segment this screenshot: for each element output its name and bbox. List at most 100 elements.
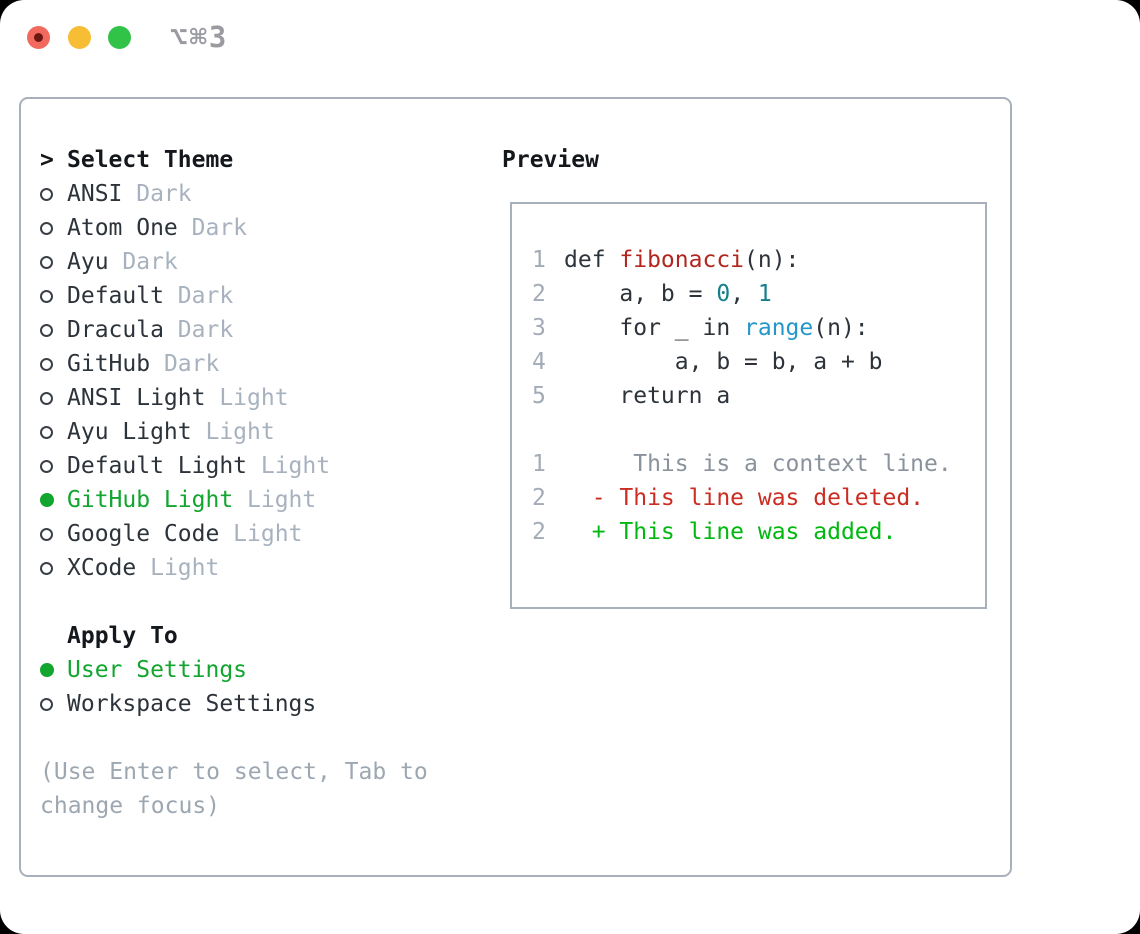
code-segment-call: range bbox=[744, 315, 814, 341]
code-line: 2 + This line was added. bbox=[532, 515, 985, 549]
code-segment-code: for _ in bbox=[564, 315, 745, 341]
select-theme-title: Select Theme bbox=[67, 147, 234, 173]
code-segment-code: (n): bbox=[744, 247, 800, 273]
code-segment-code: a, b = bbox=[564, 281, 717, 307]
theme-item[interactable]: Dracula Dark bbox=[40, 313, 490, 347]
radio-unselected-icon bbox=[40, 697, 53, 711]
item-label: Ayu Light bbox=[67, 419, 192, 445]
item-variant-tag: Light bbox=[205, 385, 289, 411]
item-label: Default bbox=[67, 283, 164, 309]
item-variant-tag: Dark bbox=[163, 317, 234, 343]
item-label: Default Light bbox=[67, 453, 248, 479]
item-label: User Settings bbox=[67, 657, 248, 683]
radio-unselected-icon bbox=[40, 221, 53, 235]
code-segment-code: (n): bbox=[813, 315, 869, 341]
apply-to-header: Apply To bbox=[40, 619, 490, 653]
item-variant-tag: Dark bbox=[108, 249, 178, 275]
diff-preview: 1 This is a context line.2 - This line w… bbox=[532, 447, 985, 549]
theme-item[interactable]: GitHub Dark bbox=[40, 347, 490, 381]
code-segment-deleted: - This line was deleted. bbox=[564, 485, 925, 511]
line-number: 3 bbox=[532, 315, 546, 341]
line-number: 2 bbox=[532, 519, 546, 545]
item-label: ANSI bbox=[67, 181, 123, 207]
code-line: 5 return a bbox=[532, 379, 985, 413]
radio-unselected-icon bbox=[40, 425, 53, 439]
theme-item[interactable]: Default Dark bbox=[40, 279, 490, 313]
item-label: Google Code bbox=[67, 521, 220, 547]
code-line: 2 a, b = 0, 1 bbox=[532, 277, 985, 311]
item-label: Dracula bbox=[67, 317, 164, 343]
line-number: 4 bbox=[532, 349, 546, 375]
code-segment-context: This is a context line. bbox=[564, 451, 952, 477]
code-line: 1 def fibonacci(n): bbox=[532, 243, 985, 277]
spacer bbox=[532, 413, 985, 447]
code-segment-num: 1 bbox=[757, 281, 772, 307]
item-label: GitHub Light bbox=[67, 487, 234, 513]
theme-item[interactable]: GitHub Light Light bbox=[40, 483, 490, 517]
window-title-shortcut: ⌥⌘3 bbox=[170, 20, 229, 54]
code-segment-func: fibonacci bbox=[619, 247, 745, 273]
radio-unselected-icon bbox=[40, 255, 53, 269]
preview-column: Preview bbox=[502, 143, 1002, 177]
item-variant-tag: Dark bbox=[150, 351, 220, 377]
radio-unselected-icon bbox=[40, 391, 53, 405]
item-variant-tag: Light bbox=[191, 419, 275, 445]
code-line: 4 a, b = b, a + b bbox=[532, 345, 985, 379]
radio-unselected-icon bbox=[40, 323, 53, 337]
code-segment-code: def bbox=[564, 247, 620, 273]
zoom-button[interactable] bbox=[108, 26, 131, 49]
apply-to-option[interactable]: Workspace Settings bbox=[40, 687, 490, 721]
item-label: XCode bbox=[67, 555, 137, 581]
item-variant-tag: Light bbox=[247, 453, 331, 479]
preview-title: Preview bbox=[502, 147, 599, 173]
code-line: 2 - This line was deleted. bbox=[532, 481, 985, 515]
apply-to-title: Apply To bbox=[67, 623, 178, 649]
code-segment-code: a, b = b, a + b bbox=[564, 349, 883, 375]
minimize-button[interactable] bbox=[68, 26, 91, 49]
radio-selected-icon bbox=[40, 493, 54, 507]
theme-item[interactable]: Ayu Dark bbox=[40, 245, 490, 279]
code-line: 3 for _ in range(n): bbox=[532, 311, 985, 345]
code-line: 1 This is a context line. bbox=[532, 447, 985, 481]
close-button[interactable] bbox=[27, 26, 50, 49]
prompt-icon: > bbox=[40, 147, 54, 173]
line-number: 1 bbox=[532, 451, 546, 477]
apply-to-option[interactable]: User Settings bbox=[40, 653, 490, 687]
titlebar: ⌥⌘3 bbox=[0, 0, 1140, 97]
code-segment-code: , bbox=[730, 281, 758, 307]
code-segment-code: return a bbox=[564, 383, 731, 409]
code-segment-num: 0 bbox=[716, 281, 731, 307]
line-number: 5 bbox=[532, 383, 546, 409]
theme-item[interactable]: Atom One Dark bbox=[40, 211, 490, 245]
theme-item[interactable]: Google Code Light bbox=[40, 517, 490, 551]
theme-item[interactable]: Default Light Light bbox=[40, 449, 490, 483]
theme-item[interactable]: ANSI Light Light bbox=[40, 381, 490, 415]
item-variant-tag: Dark bbox=[163, 283, 234, 309]
spacer bbox=[40, 585, 490, 619]
radio-unselected-icon bbox=[40, 357, 53, 371]
theme-item[interactable]: Ayu Light Light bbox=[40, 415, 490, 449]
radio-unselected-icon bbox=[40, 459, 53, 473]
item-variant-tag: Dark bbox=[122, 181, 192, 207]
radio-unselected-icon bbox=[40, 289, 53, 303]
item-label: GitHub bbox=[67, 351, 151, 377]
theme-item[interactable]: ANSI Dark bbox=[40, 177, 490, 211]
item-variant-tag: Light bbox=[136, 555, 220, 581]
item-variant-tag: Light bbox=[219, 521, 303, 547]
spacer bbox=[40, 721, 490, 755]
radio-unselected-icon bbox=[40, 527, 53, 541]
line-number: 2 bbox=[532, 281, 546, 307]
item-variant-tag: Light bbox=[233, 487, 317, 513]
radio-unselected-icon bbox=[40, 187, 53, 201]
line-number: 1 bbox=[532, 247, 546, 273]
theme-item[interactable]: XCode Light bbox=[40, 551, 490, 585]
item-label: Workspace Settings bbox=[67, 691, 317, 717]
radio-unselected-icon bbox=[40, 561, 53, 575]
